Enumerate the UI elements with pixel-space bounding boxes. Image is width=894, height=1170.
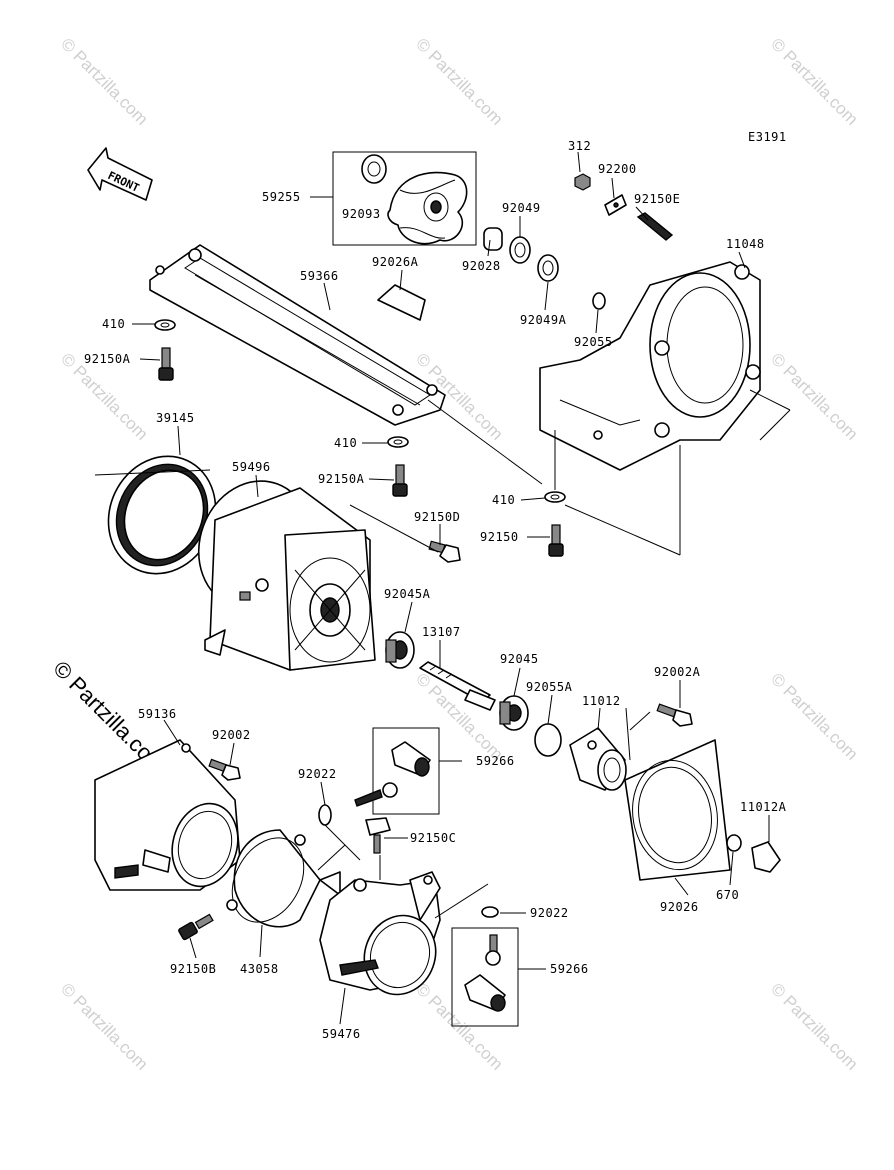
watermark: © Partzilla.com: [767, 669, 861, 763]
label-59266-b: 59266: [550, 962, 589, 976]
cap-11012: [569, 727, 627, 791]
label-92055: 92055: [574, 335, 613, 349]
shaft-13107: [419, 661, 496, 711]
front-arrow-icon: FRONT: [87, 147, 153, 201]
label-59496: 59496: [232, 460, 271, 474]
label-92049a: 92049A: [520, 313, 567, 327]
label-11012: 11012: [582, 694, 621, 708]
label-92150c: 92150C: [410, 831, 456, 845]
label-59476: 59476: [322, 1027, 361, 1041]
label-13107: 13107: [422, 625, 461, 639]
label-92022-b: 92022: [530, 906, 569, 920]
nut-washer-stud: [574, 173, 674, 241]
watermark: © Partzilla.com: [767, 979, 861, 1073]
watermark: © Partzilla.com: [412, 34, 506, 128]
washer-bolt-left: [154, 319, 409, 497]
o-ring-92055a: [534, 723, 562, 757]
watermark: © Partzilla.com: [57, 979, 151, 1073]
cover-92026: [624, 739, 731, 881]
label-39145: 39145: [156, 411, 195, 425]
diagram-code: E3191: [748, 130, 787, 144]
nozzle-59136: [94, 739, 241, 891]
reverse-bucket-59476: [319, 871, 441, 996]
reverse-kit-box-bottom: [451, 927, 519, 1027]
ring-43058: [226, 829, 341, 928]
impeller-assembly: [332, 151, 477, 246]
wear-ring-39145: [107, 455, 217, 575]
label-11048: 11048: [726, 237, 765, 251]
label-92002: 92002: [212, 728, 251, 742]
label-92026: 92026: [660, 900, 699, 914]
watermark: © Partzilla.com: [57, 34, 151, 128]
label-59255: 59255: [262, 190, 301, 204]
watermark: © Partzilla.com: [767, 349, 861, 443]
label-92150: 92150: [480, 530, 519, 544]
bearing-92045: [499, 695, 529, 731]
label-410-a: 410: [102, 317, 125, 331]
leader-lines: [94, 151, 791, 1025]
label-92028: 92028: [462, 259, 501, 273]
label-59366: 59366: [300, 269, 339, 283]
label-92002a: 92002A: [654, 665, 701, 679]
label-92150a-b: 92150A: [318, 472, 365, 486]
label-92150b: 92150B: [170, 962, 216, 976]
label-410-c: 410: [492, 493, 515, 507]
label-312: 312: [568, 139, 591, 153]
part-labels: 312 92200 92150E 11048 59255 92093 92049…: [84, 139, 787, 1041]
seals: [483, 227, 606, 310]
label-59266-a: 59266: [476, 754, 515, 768]
pump-cover: [149, 244, 446, 426]
label-92045a: 92045A: [384, 587, 431, 601]
pump-body-59496: [197, 480, 376, 671]
label-92022-a: 92022: [298, 767, 337, 781]
label-92150e: 92150E: [634, 192, 680, 206]
washer-92022-lower: [481, 906, 499, 918]
label-92150d: 92150D: [414, 510, 460, 524]
washer-92022: [318, 804, 391, 854]
bearing-92045a: [385, 631, 415, 669]
label-92045: 92045: [500, 652, 539, 666]
reverse-kit-box-top: [354, 727, 440, 815]
label-43058: 43058: [240, 962, 279, 976]
cap-11012a: [726, 834, 781, 873]
label-92026a: 92026A: [372, 255, 419, 269]
label-92150a-a: 92150A: [84, 352, 131, 366]
label-92093: 92093: [342, 207, 381, 221]
bolt-92150b: [178, 913, 214, 941]
label-11012a: 11012A: [740, 800, 787, 814]
pump-mount-11048: [539, 261, 761, 471]
label-670: 670: [716, 888, 739, 902]
bolt-92002: [208, 758, 241, 781]
label-92049: 92049: [502, 201, 541, 215]
label-410-b: 410: [334, 436, 357, 450]
bolt-92002a: [656, 703, 693, 727]
watermark: © Partzilla.com: [767, 34, 861, 128]
label-92200: 92200: [598, 162, 637, 176]
label-92055a: 92055A: [526, 680, 573, 694]
label-59136: 59136: [138, 707, 177, 721]
